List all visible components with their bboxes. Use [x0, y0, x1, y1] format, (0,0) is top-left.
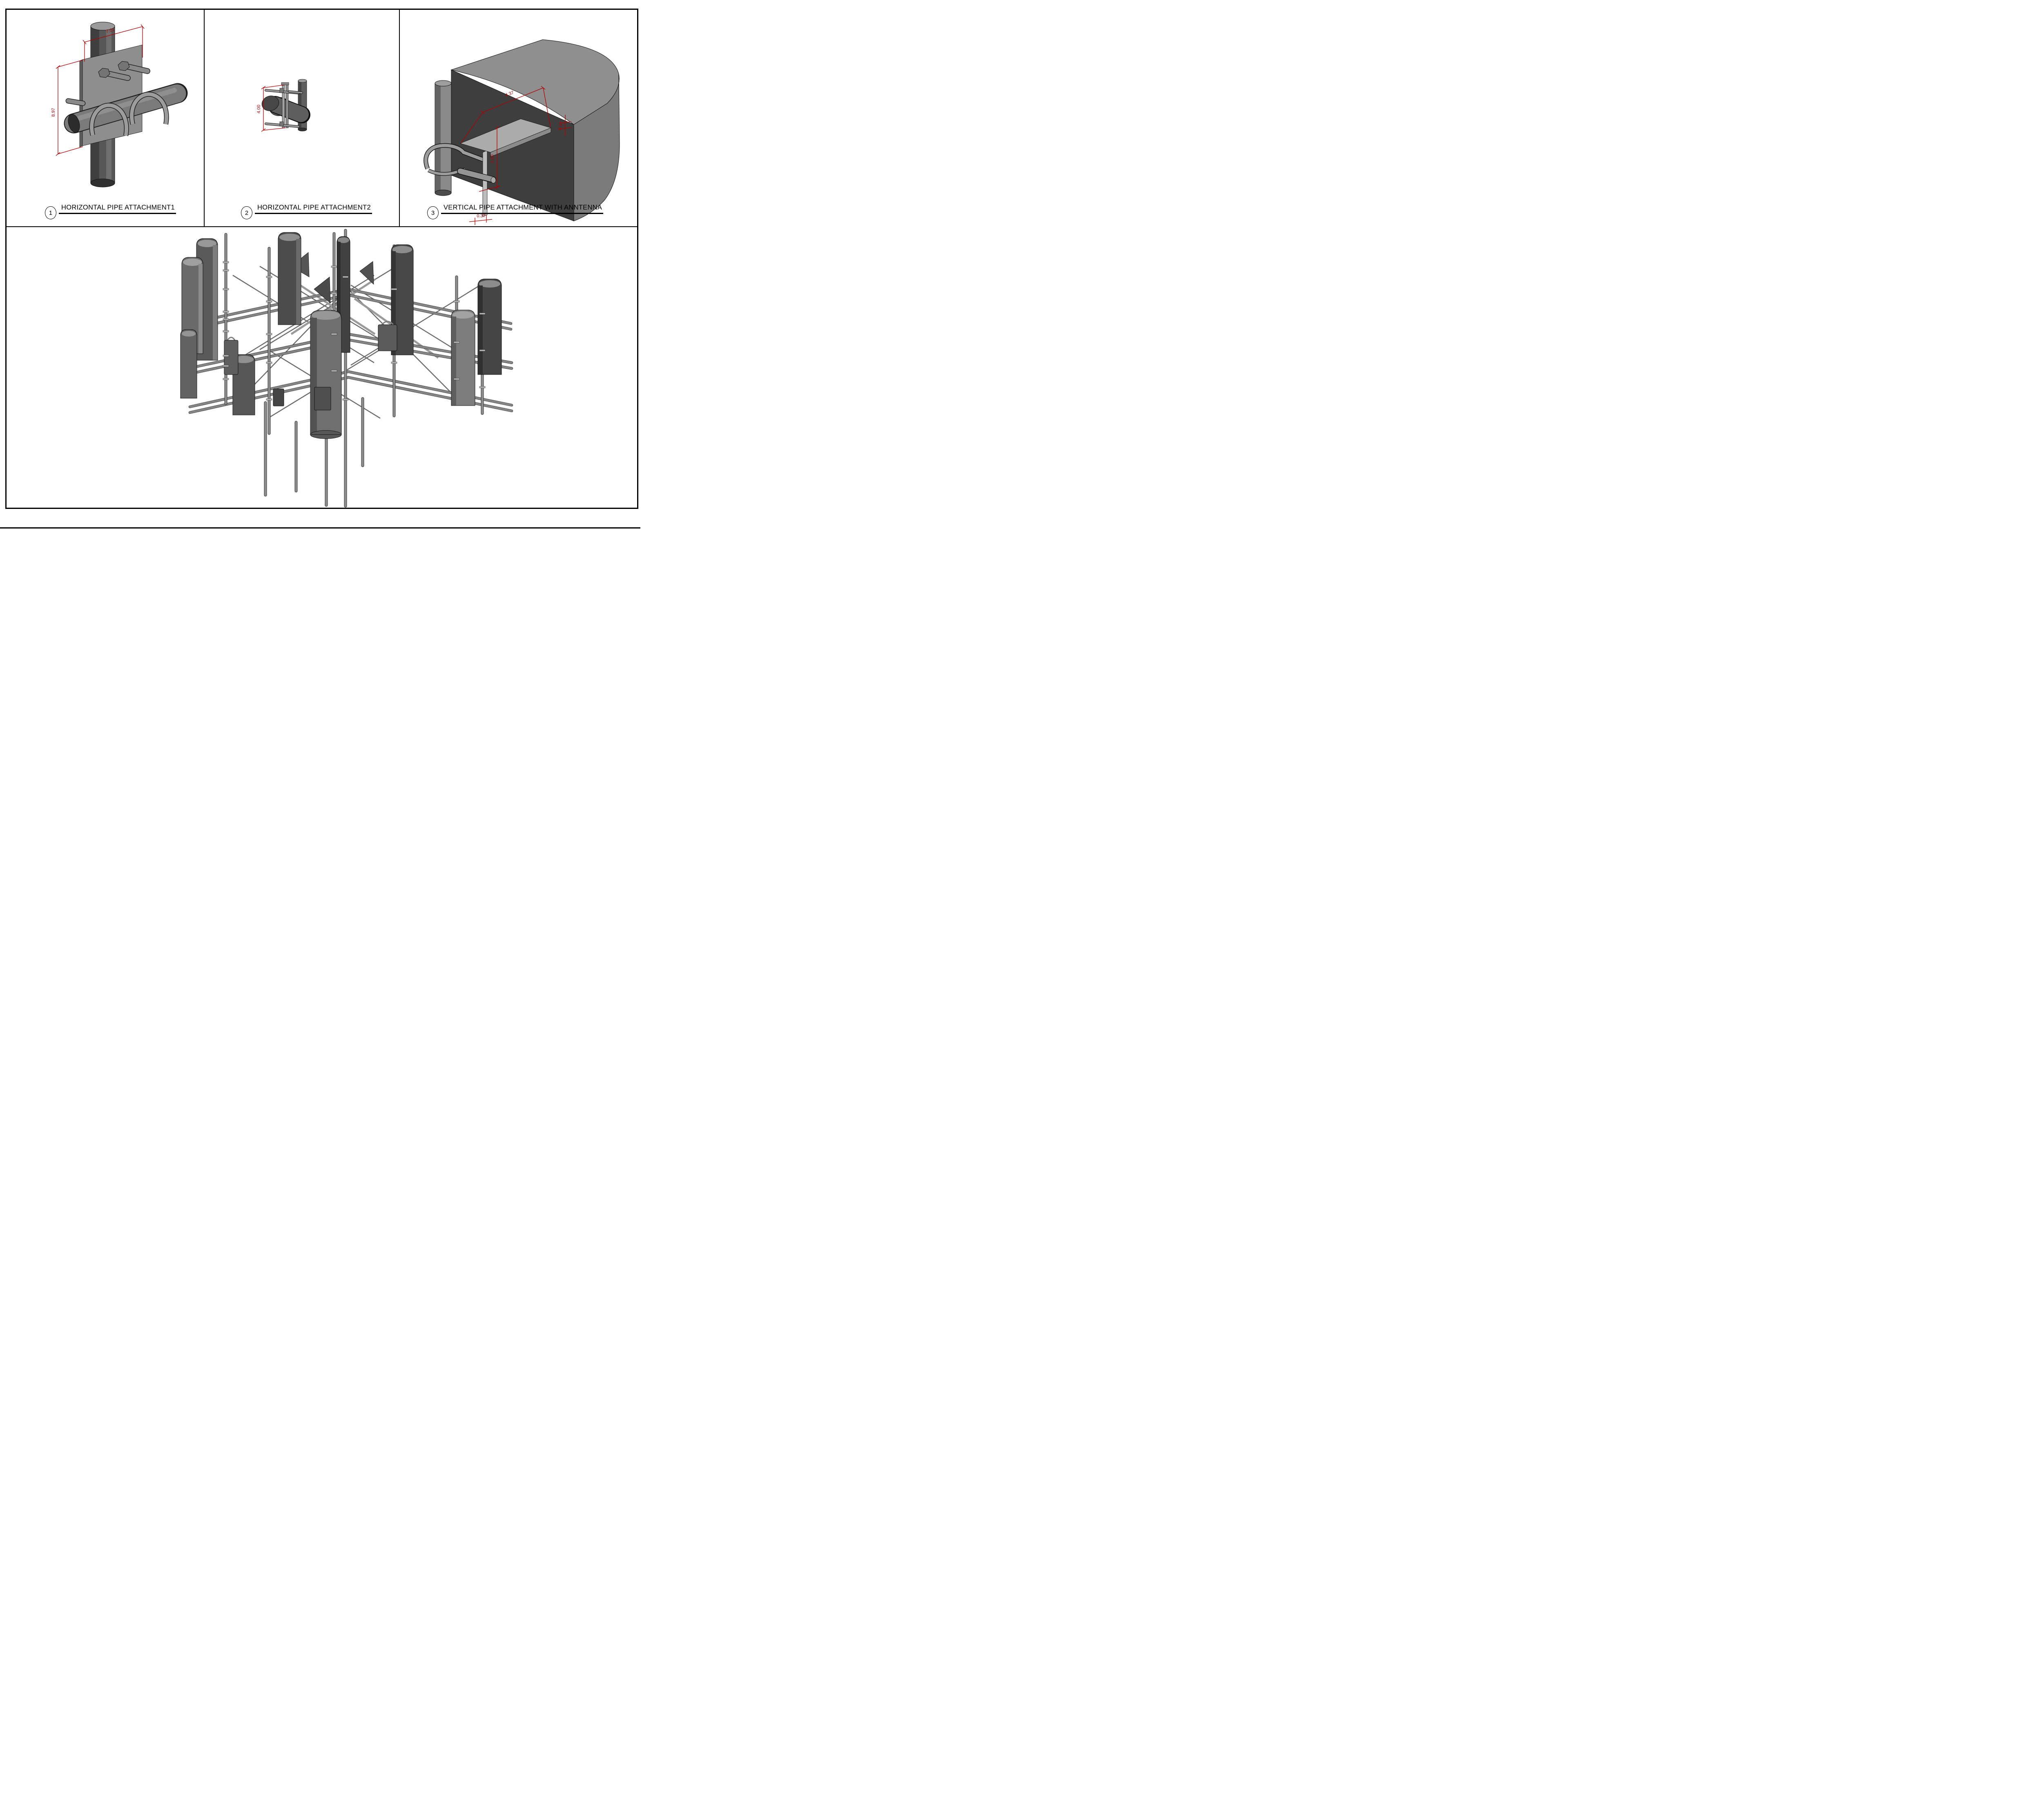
- antenna: [477, 279, 502, 375]
- rru-unit: [378, 321, 397, 351]
- dimension-shelf-thickness: 0.37: [557, 115, 572, 136]
- panel-divider-2: [399, 9, 400, 227]
- detail-view-2: 4.00: [256, 79, 310, 132]
- view1-title: 1 HORIZONTAL PIPE ATTACHMENT1: [45, 203, 176, 219]
- dimension-width: 7.01: [82, 24, 145, 62]
- top-row-divider: [5, 226, 638, 227]
- dimension-height: 4.00: [256, 85, 286, 132]
- antenna: [180, 329, 197, 399]
- antenna: [278, 232, 301, 325]
- panel-divider-1: [204, 9, 205, 227]
- pipe-clamps: [223, 261, 486, 401]
- sheet-border: [5, 9, 638, 509]
- isometric-antenna-frame-view: [180, 229, 513, 508]
- gusset-plates: [291, 252, 374, 303]
- view3-title: 3 VERTICAL PIPE ATTACHMENT WITH ANNTENNA: [427, 203, 604, 219]
- svg-text:7.01: 7.01: [105, 27, 115, 34]
- svg-text:4.00: 4.00: [256, 105, 261, 113]
- drawing-sheet: 7.01 8.97: [0, 0, 640, 531]
- svg-text:8.97: 8.97: [51, 108, 56, 116]
- dimension-height: 8.97: [51, 60, 83, 156]
- view1-number-bubble: 1: [45, 206, 56, 219]
- antenna-shroud: [310, 310, 342, 439]
- stub-pipe: [457, 168, 496, 183]
- pipe-clamp: [265, 82, 303, 128]
- vertical-pipe: [435, 80, 452, 196]
- view3-number: 3: [431, 209, 435, 216]
- rru-unit: [273, 388, 284, 406]
- u-bolt-clamps: [89, 91, 169, 136]
- detail-view-1: 7.01 8.97: [51, 22, 188, 187]
- sheet-footer-line: [0, 527, 640, 529]
- view2-title: 2 HORIZONTAL PIPE ATTACHMENT2: [241, 203, 372, 219]
- dimension-offset: 3.00: [479, 126, 501, 192]
- view2-number: 2: [245, 209, 249, 216]
- u-bolt: [424, 143, 484, 176]
- vertical-pipe: [90, 22, 115, 187]
- hex-bolt-studs: [65, 61, 150, 106]
- bracket-plate: [459, 118, 552, 217]
- svg-text:3.00: 3.00: [490, 154, 495, 163]
- svg-text:0.37: 0.37: [477, 214, 485, 219]
- detail-view-3: 4.37 0.37 3.00 0.37: [424, 39, 620, 225]
- view1-title-label: HORIZONTAL PIPE ATTACHMENT1: [59, 203, 176, 214]
- view1-number: 1: [49, 209, 53, 216]
- dimension-plate-thickness: 0.37: [469, 214, 493, 225]
- rru-unit: [314, 387, 331, 410]
- view2-number-bubble: 2: [241, 206, 252, 219]
- panel-antennas: [180, 232, 502, 439]
- antenna: [451, 310, 475, 406]
- view3-title-label: VERTICAL PIPE ATTACHMENT WITH ANNTENNA: [441, 203, 604, 214]
- view2-title-label: HORIZONTAL PIPE ATTACHMENT2: [255, 203, 372, 214]
- svg-text:0.37: 0.37: [557, 121, 564, 131]
- view3-number-bubble: 3: [427, 206, 439, 219]
- masts-outline: [224, 229, 484, 508]
- horizontal-cylinder: [261, 96, 310, 123]
